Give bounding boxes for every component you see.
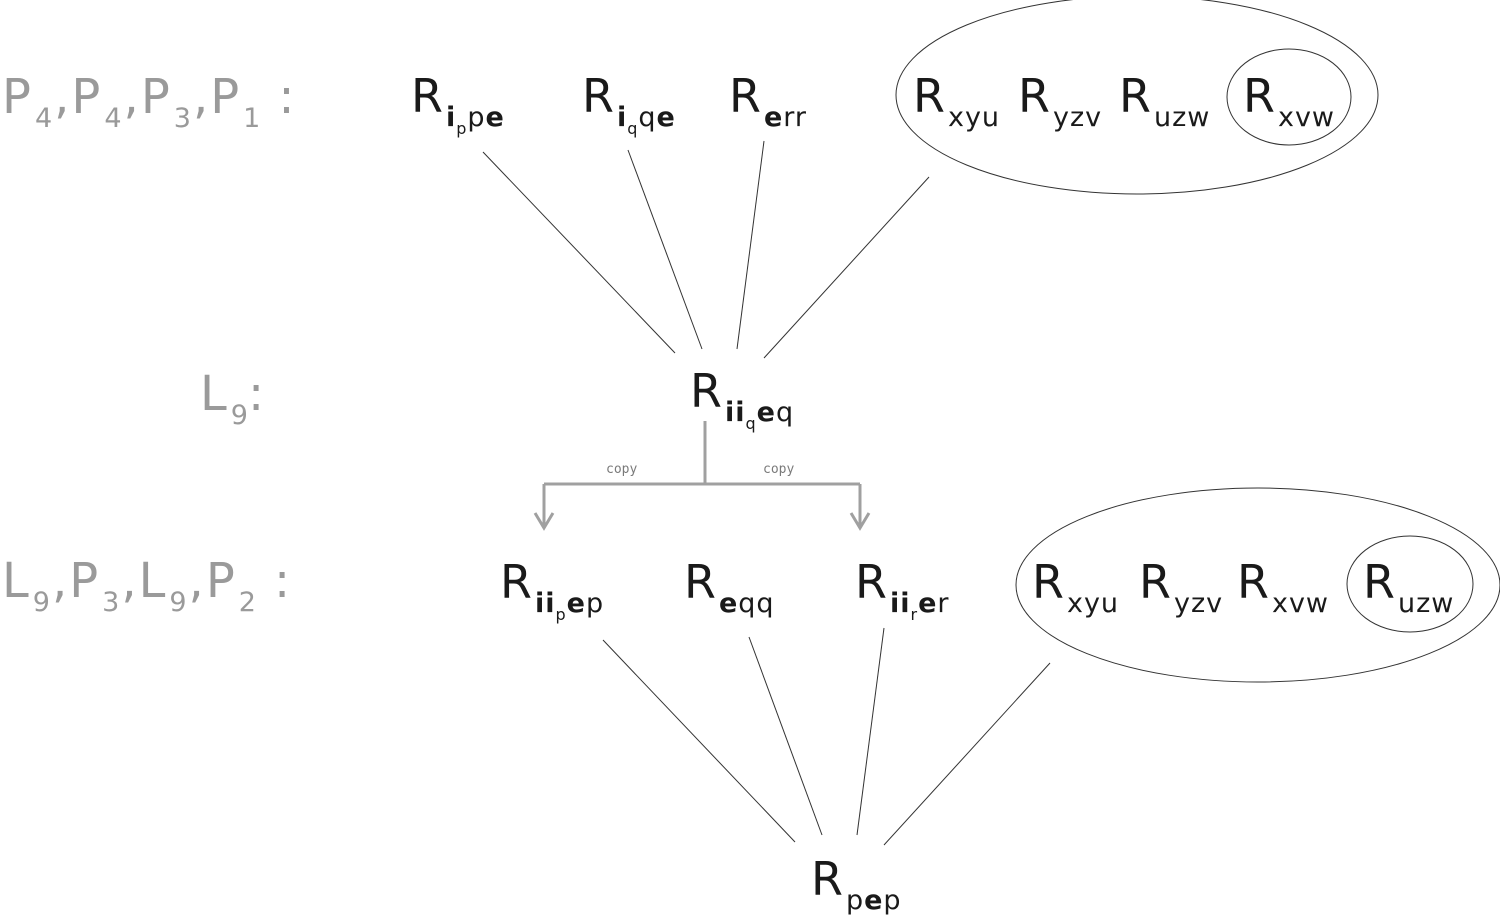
term-subscript: xvw [1271,588,1330,619]
term-base: R [855,555,887,609]
term-base: R [582,69,614,123]
term-subscript: uzw [1397,588,1455,619]
term-base: R [729,69,761,123]
edge-top-4 [763,176,930,359]
term-subscript: eqq [718,588,775,619]
term-subscript: yzv [1052,102,1103,133]
term-subscript: xvw [1277,102,1336,133]
term-subscript: err [763,102,808,133]
term-base: R [811,852,843,906]
term-base: R [1119,69,1151,123]
term-base: R [684,555,716,609]
group-ellipse-top [895,0,1379,195]
term-base: R [690,364,722,418]
group-ellipse-top-inner [1226,48,1352,146]
term-subscript: iipep [534,588,605,624]
copy-arrows [533,421,871,531]
edge-bottom-4 [883,662,1051,846]
edge-top-3 [736,140,765,350]
term-base: R [913,69,945,123]
edge-bottom-1 [602,639,796,843]
term-subscript: uzw [1153,102,1211,133]
term-subscript: iirer [889,588,950,624]
term-base: R [1237,555,1269,609]
edge-top-2 [627,149,703,350]
edge-bottom-3 [856,627,885,836]
term-base: R [1032,555,1064,609]
group-ellipse-bottom [1015,487,1500,683]
copy-label-right: copy [763,462,795,477]
term-subscript: iqqe [616,102,676,138]
term-subscript: xyu [947,102,1001,133]
term-base: R [1243,69,1275,123]
term-subscript: iiqeq [724,397,795,433]
term-base: R [1018,69,1050,123]
copy-label-left: copy [606,462,638,477]
term-subscript: xyu [1066,588,1120,619]
edge-bottom-2 [748,636,823,836]
edge-top-1 [482,151,676,354]
group-ellipse-bottom-inner [1346,535,1474,633]
term-subscript: ippe [445,102,505,138]
term-base: R [1363,555,1395,609]
term-base: R [1139,555,1171,609]
term-base: R [411,69,443,123]
term-subscript: pep [845,885,902,915]
term-base: R [500,555,532,609]
term-subscript: yzv [1173,588,1224,619]
